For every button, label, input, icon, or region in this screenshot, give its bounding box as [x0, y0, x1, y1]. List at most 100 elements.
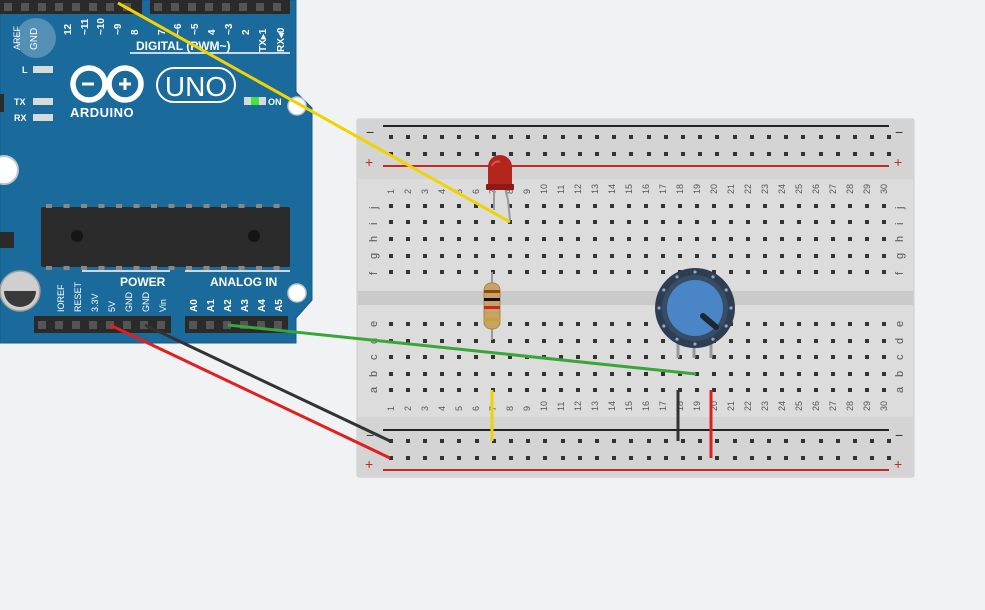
breadboard-hole[interactable]	[526, 152, 530, 156]
breadboard-hole[interactable]	[423, 204, 427, 208]
breadboard-hole[interactable]	[746, 322, 750, 326]
header-hole[interactable]	[123, 321, 131, 329]
breadboard-hole[interactable]	[661, 204, 665, 208]
breadboard-hole[interactable]	[542, 270, 546, 274]
breadboard-hole[interactable]	[746, 388, 750, 392]
wire-gnd-to-negative-rail[interactable]	[144, 323, 391, 443]
breadboard-hole[interactable]	[647, 439, 651, 443]
breadboard-hole[interactable]	[819, 439, 823, 443]
breadboard-hole[interactable]	[593, 237, 597, 241]
breadboard-hole[interactable]	[797, 339, 801, 343]
breadboard-hole[interactable]	[559, 388, 563, 392]
breadboard-hole[interactable]	[746, 355, 750, 359]
breadboard-hole[interactable]	[801, 152, 805, 156]
breadboard-hole[interactable]	[644, 388, 648, 392]
breadboard-hole[interactable]	[491, 220, 495, 224]
breadboard-hole[interactable]	[389, 135, 393, 139]
breadboard-hole[interactable]	[559, 270, 563, 274]
breadboard-hole[interactable]	[406, 388, 410, 392]
breadboard-hole[interactable]	[525, 204, 529, 208]
breadboard-hole[interactable]	[406, 220, 410, 224]
breadboard-hole[interactable]	[559, 220, 563, 224]
breadboard-hole[interactable]	[865, 372, 869, 376]
breadboard-hole[interactable]	[678, 220, 682, 224]
breadboard-hole[interactable]	[559, 322, 563, 326]
breadboard-hole[interactable]	[801, 456, 805, 460]
reset-button-ring[interactable]	[16, 18, 56, 58]
breadboard-hole[interactable]	[819, 135, 823, 139]
breadboard-hole[interactable]	[440, 237, 444, 241]
breadboard-hole[interactable]	[870, 456, 874, 460]
breadboard-hole[interactable]	[595, 152, 599, 156]
breadboard-hole[interactable]	[491, 372, 495, 376]
breadboard-hole[interactable]	[440, 254, 444, 258]
header-hole[interactable]	[72, 3, 80, 11]
breadboard-hole[interactable]	[814, 372, 818, 376]
breadboard-hole[interactable]	[780, 355, 784, 359]
breadboard-hole[interactable]	[576, 355, 580, 359]
breadboard-hole[interactable]	[831, 388, 835, 392]
header-hole[interactable]	[256, 3, 264, 11]
breadboard-hole[interactable]	[423, 339, 427, 343]
header-hole[interactable]	[140, 321, 148, 329]
breadboard-hole[interactable]	[406, 439, 410, 443]
breadboard-hole[interactable]	[543, 456, 547, 460]
breadboard-hole[interactable]	[542, 254, 546, 258]
breadboard-hole[interactable]	[661, 254, 665, 258]
breadboard-hole[interactable]	[763, 339, 767, 343]
breadboard-hole[interactable]	[763, 372, 767, 376]
breadboard-hole[interactable]	[647, 135, 651, 139]
breadboard-hole[interactable]	[542, 237, 546, 241]
breadboard-hole[interactable]	[593, 355, 597, 359]
breadboard-hole[interactable]	[406, 135, 410, 139]
breadboard-hole[interactable]	[661, 220, 665, 224]
breadboard-hole[interactable]	[784, 135, 788, 139]
breadboard-hole[interactable]	[492, 152, 496, 156]
header-hole[interactable]	[55, 3, 63, 11]
breadboard-hole[interactable]	[715, 439, 719, 443]
breadboard-hole[interactable]	[712, 237, 716, 241]
header-hole[interactable]	[171, 3, 179, 11]
breadboard-hole[interactable]	[542, 339, 546, 343]
breadboard-hole[interactable]	[561, 152, 565, 156]
breadboard-hole[interactable]	[780, 237, 784, 241]
breadboard-hole[interactable]	[559, 254, 563, 258]
breadboard-hole[interactable]	[457, 220, 461, 224]
breadboard-hole[interactable]	[882, 322, 886, 326]
breadboard-hole[interactable]	[831, 204, 835, 208]
header-hole[interactable]	[205, 3, 213, 11]
breadboard-hole[interactable]	[797, 270, 801, 274]
breadboard-hole[interactable]	[423, 254, 427, 258]
breadboard-hole[interactable]	[593, 372, 597, 376]
breadboard-hole[interactable]	[797, 237, 801, 241]
wire-analog-a2-to-pot-wiper[interactable]	[227, 323, 697, 376]
breadboard-hole[interactable]	[733, 135, 737, 139]
breadboard-hole[interactable]	[797, 355, 801, 359]
breadboard-hole[interactable]	[681, 439, 685, 443]
breadboard-hole[interactable]	[423, 220, 427, 224]
breadboard-hole[interactable]	[423, 237, 427, 241]
breadboard-hole[interactable]	[695, 237, 699, 241]
breadboard-hole[interactable]	[831, 322, 835, 326]
breadboard-hole[interactable]	[612, 152, 616, 156]
breadboard-hole[interactable]	[509, 152, 513, 156]
breadboard-hole[interactable]	[865, 220, 869, 224]
breadboard-hole[interactable]	[593, 254, 597, 258]
breadboard-hole[interactable]	[475, 456, 479, 460]
breadboard-hole[interactable]	[389, 322, 393, 326]
header-hole[interactable]	[4, 3, 12, 11]
potentiometer[interactable]	[655, 268, 735, 358]
red-led[interactable]	[486, 155, 514, 221]
breadboard-hole[interactable]	[647, 152, 651, 156]
breadboard-hole[interactable]	[576, 204, 580, 208]
breadboard-hole[interactable]	[814, 355, 818, 359]
breadboard-hole[interactable]	[780, 254, 784, 258]
breadboard-hole[interactable]	[870, 439, 874, 443]
breadboard-hole[interactable]	[457, 339, 461, 343]
breadboard-hole[interactable]	[836, 152, 840, 156]
breadboard-hole[interactable]	[763, 270, 767, 274]
breadboard-hole[interactable]	[882, 220, 886, 224]
breadboard-hole[interactable]	[801, 135, 805, 139]
breadboard-hole[interactable]	[457, 135, 461, 139]
breadboard-hole[interactable]	[729, 355, 733, 359]
